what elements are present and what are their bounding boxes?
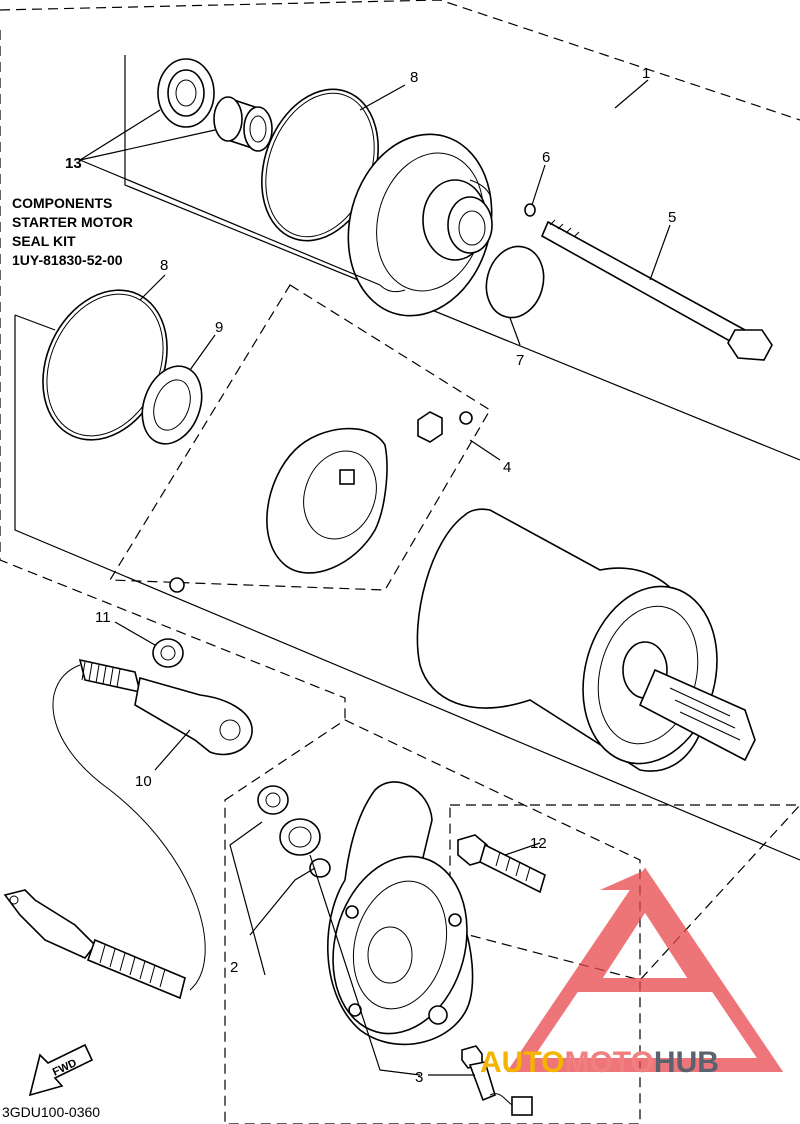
- watermark-text: AUTOMOTOHUB: [480, 1046, 719, 1079]
- lead-wire-10: [3, 658, 253, 1000]
- callout-3: 3: [415, 1069, 423, 1086]
- motor-yoke: [416, 508, 756, 772]
- assembly-boundary-1: [0, 0, 800, 720]
- bushing-parts-2: [257, 785, 331, 878]
- callout-2: 2: [230, 959, 238, 976]
- callout-4: 4: [503, 459, 511, 476]
- watermark-triangle: [506, 867, 784, 1072]
- callout-11: 11: [95, 609, 111, 626]
- callout-9: 9: [215, 319, 223, 336]
- watermark-auto: AUTO: [480, 1046, 564, 1079]
- bolt-12: [457, 834, 546, 894]
- washer-9: [141, 365, 203, 445]
- through-bolt-5: [540, 219, 773, 361]
- nut-11: [152, 638, 184, 668]
- callout-5: 5: [668, 209, 676, 226]
- assembly-boundary-4: [108, 284, 491, 591]
- o-ring-7: [485, 245, 545, 319]
- callout-13: 13: [65, 155, 82, 172]
- callout-10: 10: [135, 773, 152, 790]
- callout-12: 12: [530, 835, 547, 852]
- watermark-logo: [506, 867, 784, 1072]
- needle-bearing: [213, 96, 273, 152]
- seal-kit-part-number: 1UY-81830-52-00: [12, 252, 123, 268]
- seal-kit-line-3: SEAL KIT: [12, 233, 76, 249]
- callout-8-left: 8: [160, 257, 168, 274]
- leader-lines: [79, 79, 671, 1076]
- assembly-boundary-front: [224, 719, 641, 1124]
- motor-box-lines: [14, 55, 800, 861]
- watermark-moto: MOTO: [564, 1046, 653, 1079]
- fwd-arrow-icon: FWD: [28, 1043, 94, 1097]
- watermark-hub: HUB: [654, 1046, 719, 1079]
- assembly-boundary-12: [449, 804, 800, 981]
- oil-seal: [157, 58, 215, 128]
- seal-kit-note: COMPONENTS STARTER MOTOR SEAL KIT 1UY-81…: [12, 195, 133, 268]
- front-cover: [327, 781, 474, 1046]
- rear-cover: [347, 133, 493, 317]
- brush-plate: [169, 411, 473, 593]
- seal-kit-line-2: STARTER MOTOR: [12, 214, 133, 230]
- callout-labels: 1 8 6 5 7 8 9 4 11 10 12 2 3 13: [65, 65, 676, 1086]
- seal-kit-line-1: COMPONENTS: [12, 195, 112, 211]
- terminal-bolt-3: [461, 1045, 533, 1116]
- o-ring-6: [524, 203, 536, 217]
- callout-6: 6: [542, 149, 550, 166]
- callout-7: 7: [516, 352, 524, 369]
- diagram-code: 3GDU100-0360: [2, 1104, 100, 1120]
- callout-8-top: 8: [410, 69, 418, 86]
- callout-1: 1: [642, 65, 650, 82]
